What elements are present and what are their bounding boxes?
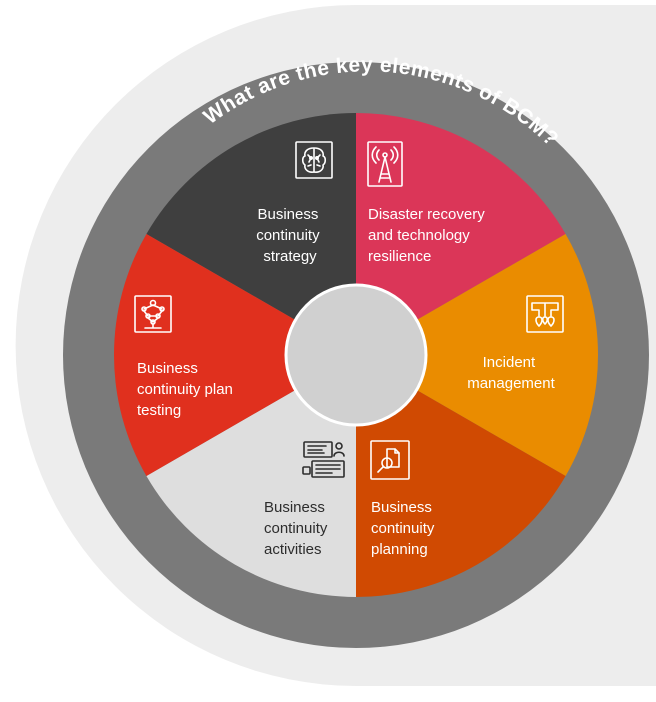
labels-group: Business continuity strategy Disaster re… xyxy=(137,206,556,558)
label-planning: Business continuity planning xyxy=(371,499,439,558)
label-activities: Business continuity activities xyxy=(264,499,332,558)
label-planning-line-2: continuity xyxy=(371,520,435,537)
label-planning-line-3: planning xyxy=(371,541,428,558)
label-planning-line-1: Business xyxy=(371,499,432,516)
map-pins-flow-icon xyxy=(526,295,564,333)
network-tree-icon xyxy=(134,295,172,333)
segment-planning[interactable] xyxy=(356,355,566,597)
label-incident-line-2: management xyxy=(467,375,555,392)
label-activities-line-2: continuity xyxy=(264,520,328,537)
brain-circuit-icon xyxy=(295,141,333,179)
label-incident-line-1: Incident xyxy=(483,354,536,371)
center-hub xyxy=(284,283,428,427)
label-testing-line-3: testing xyxy=(137,402,181,419)
label-disaster-line-3: resilience xyxy=(368,248,431,265)
label-activities-line-3: activities xyxy=(264,541,322,558)
label-strategy-line-1: Business xyxy=(257,206,318,223)
radio-tower-icon xyxy=(367,141,403,187)
label-activities-line-1: Business xyxy=(264,499,325,516)
chat-messages-icon xyxy=(302,441,345,478)
label-disaster-line-1: Disaster recovery xyxy=(368,206,485,223)
label-testing-line-2: continuity plan xyxy=(137,381,233,398)
label-testing: Business continuity plan testing xyxy=(137,360,237,419)
segment-disaster-recovery[interactable] xyxy=(356,113,566,355)
label-strategy-line-3: strategy xyxy=(263,248,317,265)
segment-testing[interactable] xyxy=(113,234,356,476)
document-magnifier-icon xyxy=(370,440,410,480)
label-disaster-recovery: Disaster recovery and technology resilie… xyxy=(368,206,489,265)
icons-group xyxy=(134,141,564,480)
label-incident-management: Incident management xyxy=(467,354,555,392)
label-disaster-line-2: and technology xyxy=(368,227,470,244)
label-strategy-line-2: continuity xyxy=(256,227,320,244)
label-testing-line-1: Business xyxy=(137,360,198,377)
label-strategy: Business continuity strategy xyxy=(256,206,324,265)
segments-group xyxy=(113,113,599,597)
segment-strategy[interactable] xyxy=(146,113,356,355)
segment-incident-management[interactable] xyxy=(356,234,599,476)
segment-activities[interactable] xyxy=(146,355,356,597)
